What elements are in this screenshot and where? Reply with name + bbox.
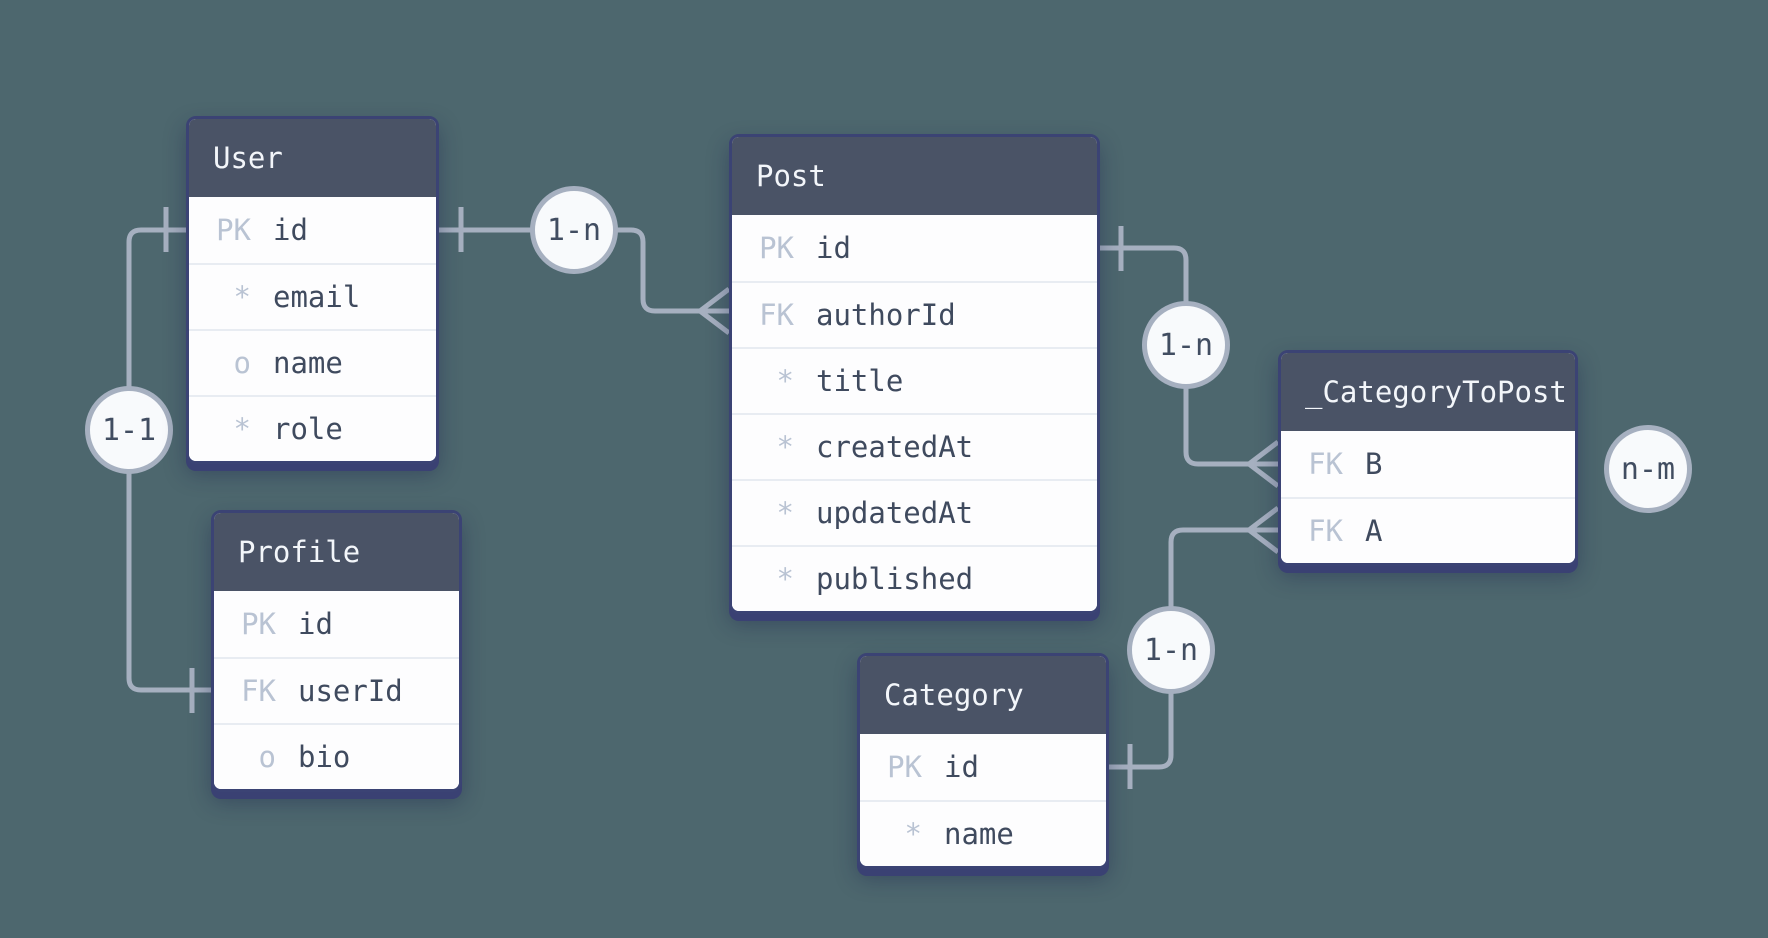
field-name: published [816, 562, 974, 596]
key-type-label: * [233, 280, 251, 314]
table-user-body: PK id * email o name * role [189, 197, 436, 461]
key-type-label: * [776, 496, 794, 530]
table-profile-header: Profile [214, 513, 459, 591]
field-name: A [1365, 514, 1383, 548]
field-name: id [298, 607, 333, 641]
key-type-label: * [776, 364, 794, 398]
key-type-label: * [776, 430, 794, 464]
key-type-label: FK [241, 674, 276, 708]
table-user[interactable]: User PK id * email o name * role [186, 116, 439, 464]
table-categorytopost-body: FK B FK A [1281, 431, 1575, 563]
field-name: updatedAt [816, 496, 974, 530]
table-title: Profile [238, 535, 361, 569]
key-type-label: PK [887, 750, 922, 784]
table-row: PK id [214, 591, 459, 657]
field-name: title [816, 364, 904, 398]
table-category-header: Category [860, 656, 1106, 734]
table-user-header: User [189, 119, 436, 197]
field-name: bio [298, 740, 351, 774]
table-post-header: Post [732, 137, 1097, 215]
table-profile-body: PK id FK userId o bio [214, 591, 459, 789]
table-title: Category [884, 678, 1024, 712]
crowfoot-categorytopost-a [1246, 506, 1280, 554]
connector-user-post-line [439, 227, 729, 314]
key-type-label: PK [759, 231, 794, 265]
table-row: PK id [189, 197, 436, 263]
table-row: FK A [1281, 497, 1575, 563]
table-categorytopost[interactable]: _CategoryToPost FK B FK A [1278, 350, 1578, 566]
table-row: FK userId [214, 657, 459, 723]
table-row: o bio [214, 723, 459, 789]
table-title: User [213, 141, 283, 175]
key-type-label: o [233, 346, 251, 380]
field-name: userId [298, 674, 403, 708]
table-row: PK id [732, 215, 1097, 281]
table-row: * title [732, 347, 1097, 413]
cardinality-badge-user-post-1-n: 1-n [530, 186, 618, 274]
table-post[interactable]: Post PK id FK authorId * title * created… [729, 134, 1100, 614]
cardinality-badge-n-m: n-m [1604, 425, 1692, 513]
table-title: _CategoryToPost [1305, 375, 1567, 409]
cardinality-badge-1-1: 1-1 [85, 386, 173, 474]
table-category[interactable]: Category PK id * name [857, 653, 1109, 869]
table-category-body: PK id * name [860, 734, 1106, 866]
key-type-label: PK [216, 213, 251, 247]
key-type-label: * [233, 412, 251, 446]
table-row: * updatedAt [732, 479, 1097, 545]
table-profile[interactable]: Profile PK id FK userId o bio [211, 510, 462, 792]
field-name: createdAt [816, 430, 974, 464]
table-row: o name [189, 329, 436, 395]
table-row: * email [189, 263, 436, 329]
table-row: PK id [860, 734, 1106, 800]
crowfoot-categorytopost-b [1246, 440, 1280, 488]
key-type-label: * [776, 562, 794, 596]
key-type-label: * [904, 817, 922, 851]
field-name: name [944, 817, 1014, 851]
cardinality-badge-category-categorytopost-1-n: 1-n [1127, 606, 1215, 694]
field-name: role [273, 412, 343, 446]
table-categorytopost-header: _CategoryToPost [1281, 353, 1575, 431]
key-type-label: PK [241, 607, 276, 641]
table-row: FK B [1281, 431, 1575, 497]
field-name: id [944, 750, 979, 784]
crowfoot-post-authorid [697, 287, 731, 335]
field-name: B [1365, 447, 1383, 481]
table-title: Post [756, 159, 826, 193]
field-name: authorId [816, 298, 956, 332]
key-type-label: FK [1308, 514, 1343, 548]
key-type-label: o [258, 740, 276, 774]
field-name: email [273, 280, 361, 314]
table-row: * createdAt [732, 413, 1097, 479]
table-post-body: PK id FK authorId * title * createdAt * … [732, 215, 1097, 611]
field-name: name [273, 346, 343, 380]
cardinality-badge-post-categorytopost-1-n: 1-n [1142, 301, 1230, 389]
key-type-label: FK [759, 298, 794, 332]
field-name: id [273, 213, 308, 247]
table-row: * role [189, 395, 436, 461]
field-name: id [816, 231, 851, 265]
key-type-label: FK [1308, 447, 1343, 481]
table-row: FK authorId [732, 281, 1097, 347]
table-row: * published [732, 545, 1097, 611]
table-row: * name [860, 800, 1106, 866]
